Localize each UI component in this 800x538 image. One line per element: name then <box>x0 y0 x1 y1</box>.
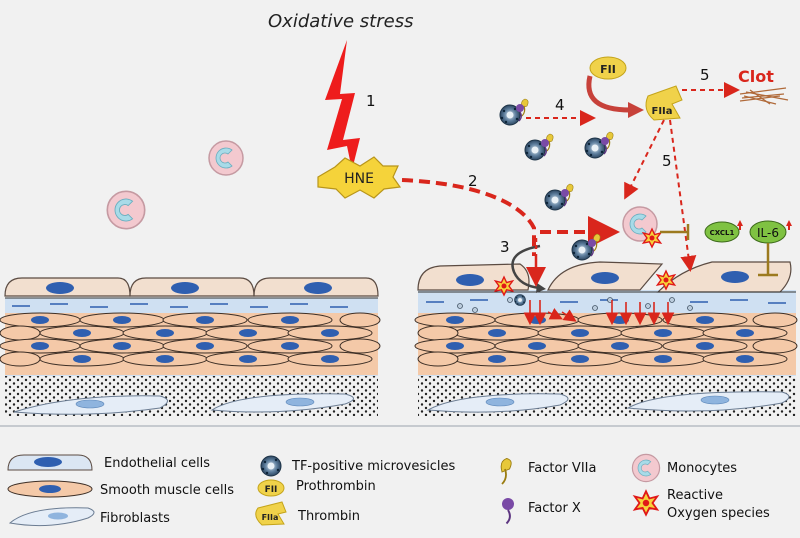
svg-text:FIIa: FIIa <box>262 513 279 522</box>
legend-smooth-muscle-icon <box>7 480 93 498</box>
monocyte-icon <box>106 190 146 230</box>
microvesicle-complex <box>584 131 614 159</box>
step-label-3: 3 <box>500 238 510 256</box>
step-label-2: 2 <box>468 172 478 190</box>
fiia-label: FIIa <box>651 106 672 117</box>
microvesicle-complex <box>544 183 574 211</box>
legend-monocytes-label: Monocytes <box>667 461 737 476</box>
legend-endothelial-label: Endothelial cells <box>104 456 210 471</box>
clot-label: Clot <box>738 67 774 86</box>
step-5-endothelium-arrow <box>669 119 697 272</box>
step-2-arrow <box>401 178 536 256</box>
cxcl1-label: CXCL1 <box>710 229 735 237</box>
cxcl1-badge <box>704 221 740 243</box>
left-vessel-wall <box>0 277 381 416</box>
legend-smooth-muscle-label: Smooth muscle cells <box>100 483 234 498</box>
clot-icon <box>739 87 789 105</box>
legend-fibroblast-icon <box>8 507 95 527</box>
microvesicle-complex <box>499 98 529 126</box>
legend-thrombin-icon: FIIa <box>255 501 287 526</box>
legend-ros-label-line1: Reactive <box>667 488 723 503</box>
fii-conversion-arrow <box>586 75 631 113</box>
legend-microvesicle-icon <box>260 455 282 477</box>
svg-text:FII: FII <box>265 485 278 495</box>
legend-factor-viia-label: Factor VIIa <box>528 461 596 476</box>
legend-fibroblasts-label: Fibroblasts <box>100 511 170 526</box>
legend-ros-icon <box>633 490 659 516</box>
thrombin-icon <box>645 85 683 121</box>
oxidative-stress-title: Oxidative stress <box>268 11 413 32</box>
step-label-1: 1 <box>366 92 376 110</box>
microvesicle-complex <box>524 133 554 161</box>
hne-label: HNE <box>344 171 374 187</box>
legend-factor-x-label: Factor X <box>528 501 581 516</box>
legend-prothrombin-icon: FII <box>257 479 285 497</box>
legend-microvesicles-label: TF-positive microvesicles <box>291 459 456 474</box>
fii-label: FII <box>600 63 616 76</box>
hne-star-icon <box>317 156 402 199</box>
microvesicle-complex <box>571 233 601 261</box>
right-vessel-wall <box>414 261 798 416</box>
step-label-5b: 5 <box>662 152 672 170</box>
lightning-icon <box>325 40 360 170</box>
legend-monocyte-icon <box>631 453 661 483</box>
legend-endothelial-icon <box>7 454 93 471</box>
legend-factor-x-icon <box>501 497 515 525</box>
step-label-4: 4 <box>555 96 565 114</box>
prothrombin-icon <box>589 56 627 80</box>
legend-prothrombin-label: Prothrombin <box>296 479 376 494</box>
step-label-5: 5 <box>700 66 710 84</box>
step-5-monocyte-arrow <box>624 119 665 200</box>
monocyte-icon <box>208 140 244 176</box>
microvesicle-icon <box>514 294 526 306</box>
il6-label: IL-6 <box>757 226 779 240</box>
legend-thrombin-label: Thrombin <box>297 509 360 524</box>
legend-factor-viia-icon <box>500 457 513 485</box>
legend-ros-label-line2: Oxygen species <box>667 506 770 521</box>
